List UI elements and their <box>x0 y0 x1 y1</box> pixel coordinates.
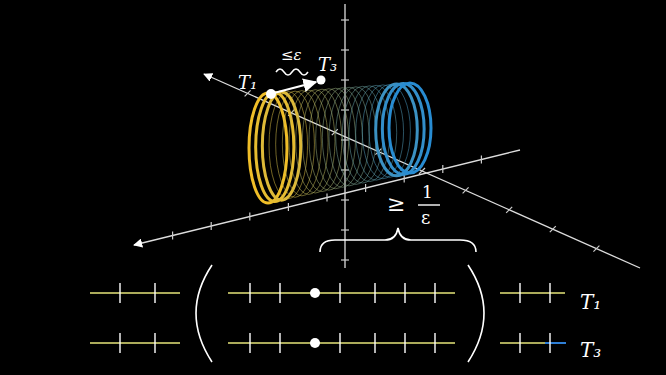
tick <box>288 203 289 211</box>
tick <box>374 283 375 303</box>
tick <box>154 283 155 303</box>
axis-ticks <box>173 20 600 260</box>
point <box>266 89 276 99</box>
point <box>317 76 326 85</box>
inequality: ≥ <box>387 193 405 215</box>
tick <box>341 49 349 50</box>
row-label: T₃ <box>580 340 601 360</box>
tick <box>341 229 349 230</box>
fraction-bar <box>418 204 440 205</box>
tick <box>549 283 550 303</box>
tick <box>434 333 435 353</box>
tick <box>341 19 349 20</box>
number-ticks <box>120 283 550 353</box>
tick <box>211 222 212 230</box>
tick <box>172 232 173 240</box>
tick <box>341 199 349 200</box>
tick <box>341 259 349 260</box>
squiggle <box>276 69 308 75</box>
tick <box>119 283 120 303</box>
blue-segment <box>545 342 566 344</box>
ring <box>389 83 431 173</box>
point-label: T₁ <box>238 74 257 92</box>
axes <box>134 4 640 268</box>
brace <box>320 228 476 252</box>
fraction-numerator: 1 <box>422 184 433 201</box>
fraction-denominator: ε <box>421 209 430 227</box>
tick <box>374 333 375 353</box>
tick <box>365 184 366 192</box>
tick <box>519 333 520 353</box>
tick <box>249 333 250 353</box>
point-label: T₃ <box>318 56 337 74</box>
number-lines <box>90 293 565 343</box>
distance-label: ≤ε <box>281 48 302 63</box>
tick <box>339 333 340 353</box>
point <box>310 338 320 348</box>
tick <box>326 194 327 202</box>
tick <box>119 333 120 353</box>
tick <box>506 207 512 213</box>
tick <box>341 79 349 80</box>
torus-rings <box>249 83 431 203</box>
tick <box>249 213 250 221</box>
tick <box>154 333 155 353</box>
tick <box>279 283 280 303</box>
tick <box>481 156 482 164</box>
tick <box>279 333 280 353</box>
tick <box>339 283 340 303</box>
row-label: T₁ <box>580 292 601 312</box>
tick <box>549 333 550 353</box>
tick <box>434 283 435 303</box>
tick <box>593 246 599 252</box>
tick <box>404 333 405 353</box>
parenthesis <box>196 265 212 362</box>
parenthesis <box>468 265 484 362</box>
ring <box>269 92 308 199</box>
tick <box>463 187 469 193</box>
tick <box>519 283 520 303</box>
tick <box>442 165 443 173</box>
tick <box>550 226 556 232</box>
ring <box>262 92 300 200</box>
tick <box>404 283 405 303</box>
point <box>310 288 320 298</box>
arrow <box>274 82 316 93</box>
tick <box>249 283 250 303</box>
